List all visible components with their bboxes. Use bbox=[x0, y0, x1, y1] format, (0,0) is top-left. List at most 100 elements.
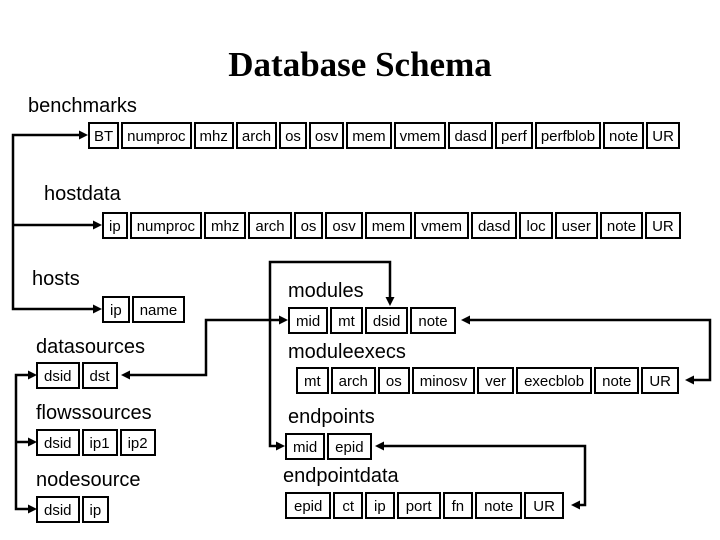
arrowhead-icon bbox=[121, 370, 130, 380]
field-cell-fn: fn bbox=[442, 492, 474, 519]
field-cell-dasd: dasd bbox=[448, 122, 493, 149]
field-cell-mem: mem bbox=[346, 122, 392, 149]
field-cell-UR: UR bbox=[641, 367, 679, 394]
field-cell-UR: UR bbox=[646, 122, 680, 149]
field-cell-vmem: vmem bbox=[414, 212, 469, 239]
arrowhead-icon bbox=[279, 315, 288, 325]
field-cell-os: os bbox=[279, 122, 307, 149]
field-cell-loc: loc bbox=[519, 212, 553, 239]
field-cell-dsid: dsid bbox=[364, 307, 409, 334]
arrowhead-icon bbox=[93, 220, 102, 230]
table-label-modules: modules bbox=[288, 280, 364, 302]
table-label-hostdata: hostdata bbox=[44, 183, 121, 205]
field-cell-perfblob: perfblob bbox=[534, 122, 602, 149]
arrowhead-icon bbox=[461, 315, 470, 325]
connector-dsid-key-link bbox=[14, 370, 37, 514]
field-cell-note: note bbox=[594, 367, 640, 394]
field-cell-note: note bbox=[475, 492, 523, 519]
table-label-flowssources: flowssources bbox=[36, 402, 152, 424]
field-cell-note: note bbox=[603, 122, 645, 149]
arrowhead-icon bbox=[375, 441, 384, 451]
field-cell-epid: epid bbox=[327, 433, 372, 460]
field-cell-arch: arch bbox=[330, 367, 376, 394]
field-cell-perf: perf bbox=[494, 122, 533, 149]
field-cell-ct: ct bbox=[333, 492, 364, 519]
arrowhead-icon bbox=[571, 500, 580, 510]
field-cell-osv: osv bbox=[308, 122, 345, 149]
connector-line bbox=[14, 373, 29, 511]
field-cell-ip: ip bbox=[102, 212, 128, 239]
field-cell-name: name bbox=[131, 296, 186, 323]
field-cell-note: note bbox=[410, 307, 456, 334]
field-cell-dsid: dsid bbox=[36, 362, 80, 389]
field-cell-mid: mid bbox=[288, 307, 329, 334]
arrowhead-icon bbox=[28, 437, 37, 447]
arrowhead-icon bbox=[79, 130, 88, 140]
field-cell-ip2: ip2 bbox=[119, 429, 156, 456]
connector-module-moduleexec-link bbox=[461, 315, 712, 385]
field-cell-mt: mt bbox=[330, 307, 363, 334]
field-cell-numproc: numproc bbox=[121, 122, 192, 149]
slide-title: Database Schema bbox=[228, 45, 492, 85]
table-label-benchmarks: benchmarks bbox=[28, 95, 137, 117]
arrowhead-icon bbox=[385, 297, 395, 306]
field-cell-mhz: mhz bbox=[204, 212, 247, 239]
field-cell-user: user bbox=[554, 212, 598, 239]
field-cell-mhz: mhz bbox=[193, 122, 234, 149]
field-cell-dst: dst bbox=[81, 362, 118, 389]
field-cell-UR: UR bbox=[645, 212, 681, 239]
field-cell-minosv: minosv bbox=[411, 367, 476, 394]
field-cell-ip: ip bbox=[102, 296, 130, 323]
arrowhead-icon bbox=[276, 441, 285, 451]
table-label-hosts: hosts bbox=[32, 268, 80, 290]
arrowhead-icon bbox=[685, 375, 694, 385]
field-cell-os: os bbox=[293, 212, 324, 239]
field-cell-arch: arch bbox=[248, 212, 292, 239]
table-label-endpoints: endpoints bbox=[288, 406, 375, 428]
field-cell-dsid: dsid bbox=[36, 429, 80, 456]
field-cell-ip1: ip1 bbox=[81, 429, 118, 456]
field-cell-ip: ip bbox=[81, 496, 110, 523]
field-cell-os: os bbox=[377, 367, 410, 394]
arrowhead-icon bbox=[28, 504, 37, 514]
field-cell-ver: ver bbox=[477, 367, 515, 394]
connector-datasource-module-link bbox=[121, 315, 288, 380]
table-label-moduleexecs: moduleexecs bbox=[288, 341, 406, 363]
field-cell-numproc: numproc bbox=[129, 212, 203, 239]
table-label-datasources: datasources bbox=[36, 336, 145, 358]
connector-endpoint-endpointdata-link bbox=[375, 441, 587, 510]
field-cell-mid: mid bbox=[285, 433, 326, 460]
connector-line bbox=[11, 133, 93, 311]
field-cell-note: note bbox=[599, 212, 644, 239]
field-cell-osv: osv bbox=[325, 212, 363, 239]
connector-line bbox=[470, 318, 712, 382]
arrowhead-icon bbox=[28, 370, 37, 380]
field-cell-mt: mt bbox=[296, 367, 329, 394]
field-cell-epid: epid bbox=[285, 492, 332, 519]
field-cell-execblob: execblob bbox=[516, 367, 593, 394]
field-cell-ip: ip bbox=[365, 492, 395, 519]
field-cell-port: port bbox=[396, 492, 441, 519]
field-cell-mem: mem bbox=[364, 212, 413, 239]
field-cell-arch: arch bbox=[235, 122, 278, 149]
arrowhead-icon bbox=[93, 304, 102, 314]
field-cell-UR: UR bbox=[524, 492, 564, 519]
connector-host-key-link bbox=[11, 130, 102, 314]
table-label-endpointdata: endpointdata bbox=[283, 465, 399, 487]
table-label-nodesource: nodesource bbox=[36, 469, 141, 491]
field-cell-dasd: dasd bbox=[470, 212, 518, 239]
connector-line bbox=[130, 318, 280, 377]
connector-line bbox=[268, 260, 392, 448]
